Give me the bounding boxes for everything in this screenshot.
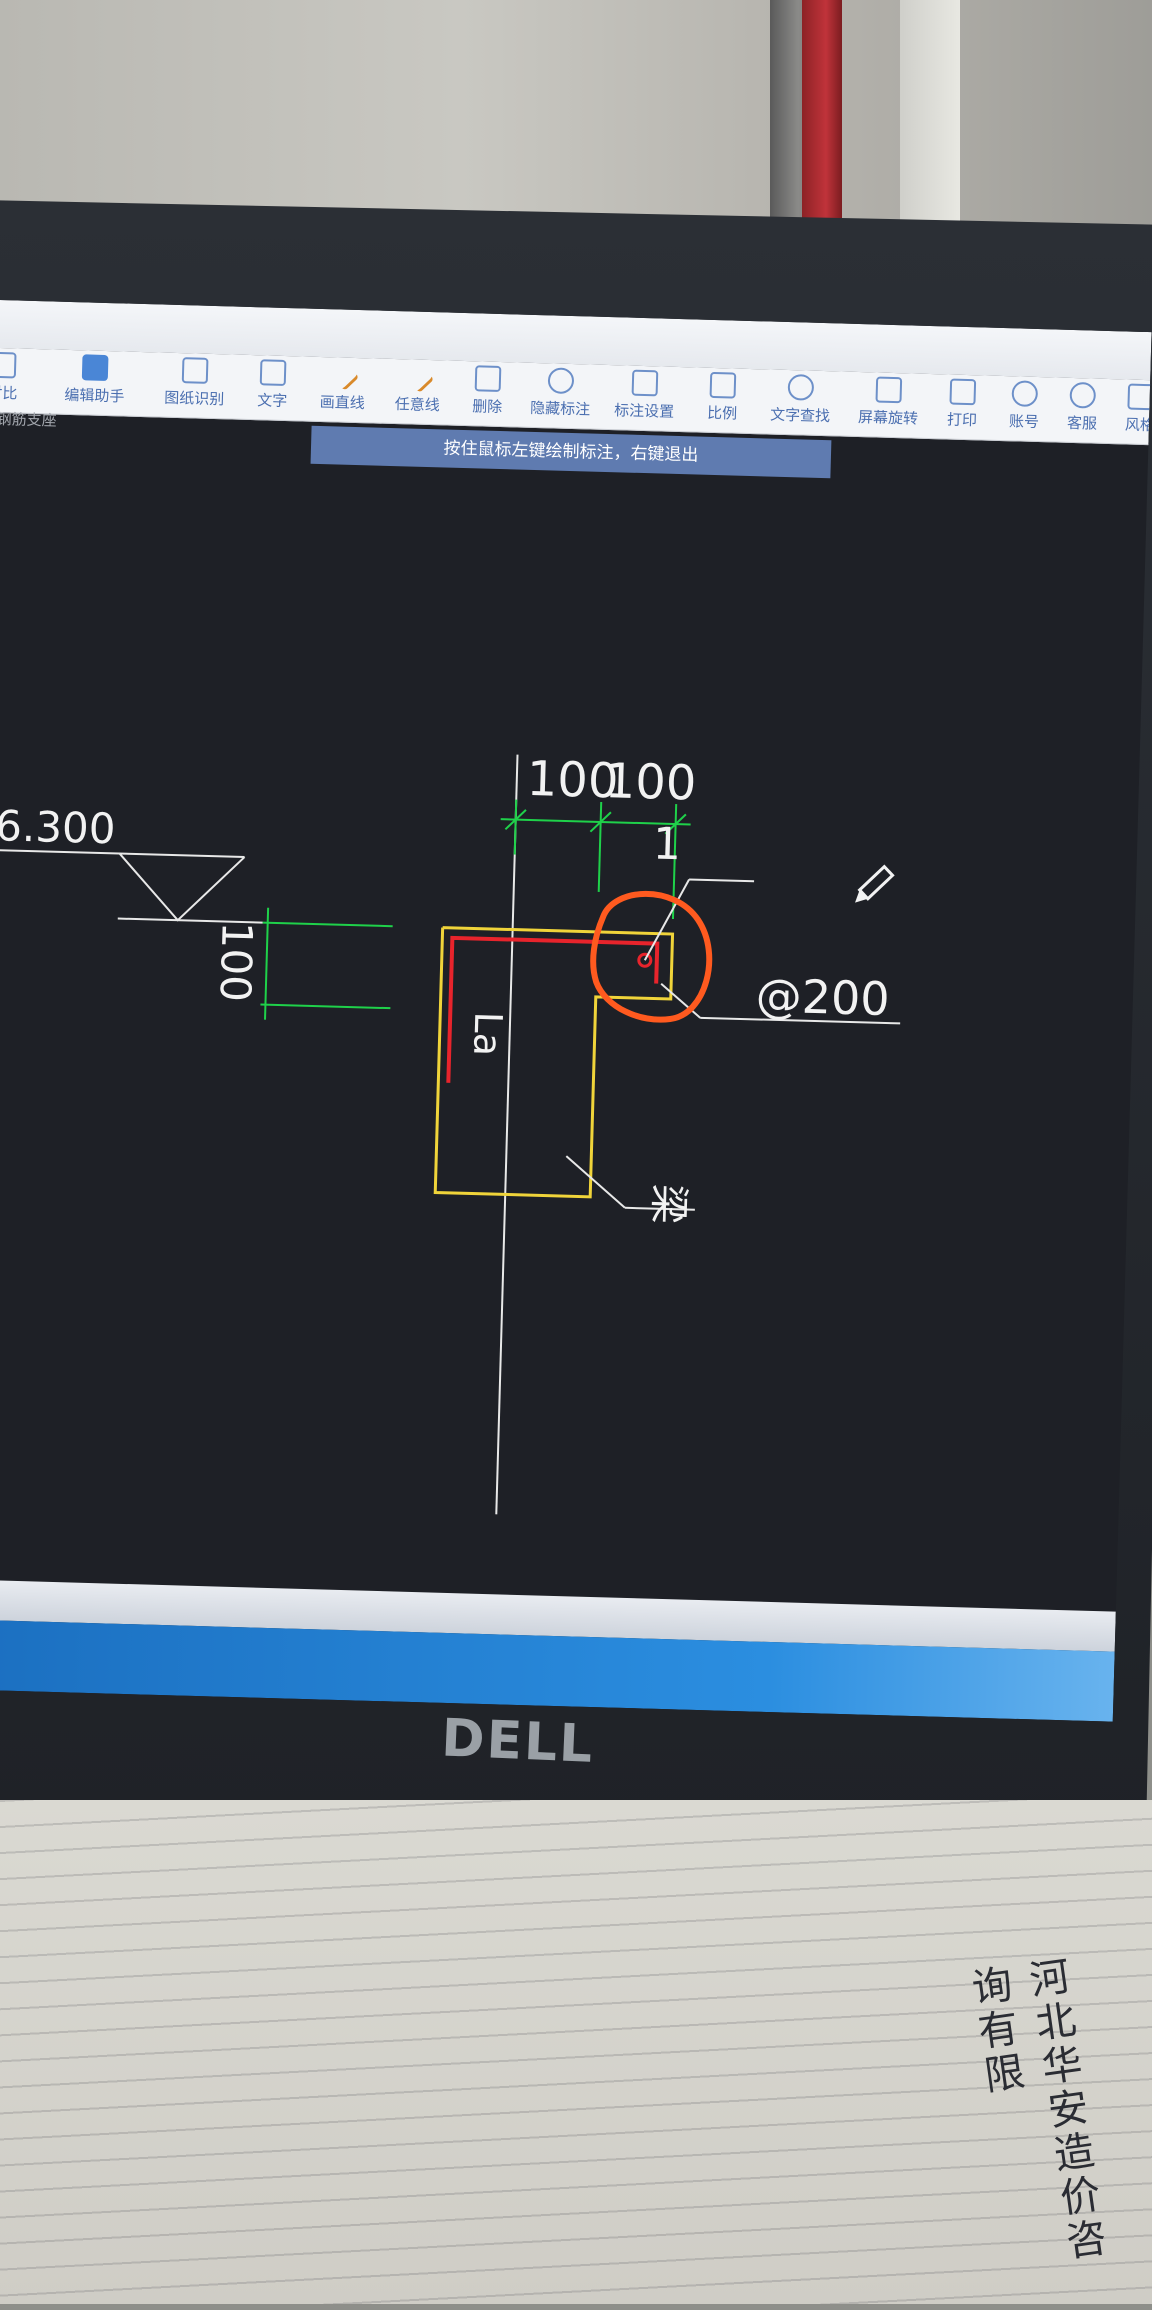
cad-drawing-canvas[interactable]: 100 100 6.300 100 La 1 @200 梁 — [0, 300, 1152, 1612]
desk-papers — [0, 1800, 1152, 2304]
elevation-line — [0, 849, 245, 859]
dim-ext-1 — [513, 799, 518, 855]
paper-handwriting — [0, 1800, 1152, 2304]
beam-leader-line — [565, 1155, 626, 1209]
elevation-base-line — [117, 917, 263, 924]
dim-left-ext-bottom — [260, 1003, 391, 1010]
dim-tick-1 — [504, 809, 527, 831]
rebar-bend — [446, 935, 660, 1083]
spacing-text: @200 — [755, 968, 890, 1026]
leader-1-line — [643, 878, 690, 961]
spacing-leader-line — [660, 982, 701, 1019]
dim-left-text: 100 — [211, 921, 262, 1003]
dim-line-top — [500, 818, 691, 826]
la-label: La — [465, 1011, 510, 1057]
dim-top-1-text: 100 — [526, 751, 619, 810]
markup-circle — [590, 890, 713, 1023]
background-red-pole — [802, 0, 842, 235]
leader-number-text: 1 — [652, 818, 681, 870]
dim-ext-2 — [597, 801, 603, 892]
dim-left-line — [264, 907, 270, 1020]
beam-label: 梁 — [644, 1183, 691, 1224]
dim-left-ext-top — [262, 921, 393, 928]
center-line — [495, 754, 519, 1515]
spacing-leader-shelf — [700, 1016, 901, 1025]
beam-leader-shelf — [624, 1206, 695, 1211]
dim-tick-2 — [589, 811, 612, 833]
leader-1-shelf — [689, 878, 755, 883]
dim-top-2-text: 100 — [604, 753, 697, 812]
cad-viewer-screen: 对比 编辑助手 图纸识别 文字 画直线 任意线 删除 隐藏标注 标注设置 比例 … — [0, 300, 1152, 1722]
monitor-brand-logo: DELL — [440, 1708, 596, 1775]
pencil-cursor-icon — [855, 864, 895, 903]
rebar-point-marker — [637, 952, 653, 968]
dim-tick-3 — [664, 813, 687, 835]
background-panel — [900, 0, 960, 240]
elevation-text: 6.300 — [0, 801, 116, 853]
beam-outline — [433, 926, 675, 1199]
elevation-triangle — [118, 852, 246, 922]
